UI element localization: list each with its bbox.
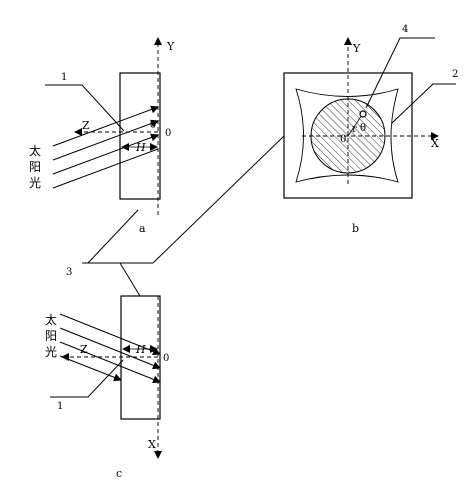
panel-b-probe-point	[359, 110, 367, 118]
callout-1-bottom-leader	[50, 359, 124, 398]
panel-b-y-label: Y	[352, 42, 361, 55]
panel-b-x-label: X	[431, 137, 439, 150]
panel-a-sun-char: 光	[29, 176, 41, 190]
callout-3: 3	[66, 135, 285, 297]
panel-b-theta-label: θ	[360, 123, 366, 134]
callout-4-number: 4	[402, 24, 408, 35]
panel-a-sun-ray	[52, 133, 159, 175]
panel-c-z-label: Z	[80, 343, 88, 356]
panel-a-sun-ray	[52, 148, 159, 189]
panel-b-origin-label: 0	[340, 134, 346, 145]
panel-c-sun-char: 阳	[45, 329, 57, 343]
panel-b: Y X 0 r θ 4 2 b	[283, 24, 458, 235]
panel-b-radius-line	[347, 114, 363, 137]
callout-3-leader	[87, 209, 139, 264]
panel-c: X Z 0 H 太 阳 光 1 c	[45, 295, 169, 480]
panel-c-sun-ray	[59, 313, 161, 356]
panel-c-x-label: X	[148, 438, 156, 451]
panel-b-concave-boundary	[295, 88, 399, 183]
panel-a-caption: a	[139, 222, 146, 235]
panel-c-origin-label: 0	[163, 353, 169, 364]
callout-3-leader	[152, 135, 285, 264]
panel-a-sun-ray	[52, 105, 159, 147]
panel-c-slab	[120, 295, 161, 420]
panel-a-sun-char: 太	[29, 143, 41, 158]
panel-b-r-label: r	[352, 124, 357, 135]
panel-c-sun-ray	[59, 341, 161, 384]
callout-4-leader	[365, 37, 435, 109]
panel-a-z-label: Z	[82, 119, 90, 132]
panel-c-sun-char: 光	[45, 345, 57, 359]
panel-c-sun-ray	[59, 355, 122, 382]
panel-c-caption: c	[116, 467, 122, 480]
panel-a-sun-char: 阳	[29, 160, 41, 174]
panel-a: Y Z 0 H θ 太 阳 光 1 a	[29, 37, 175, 235]
callout-2-number: 2	[452, 69, 458, 80]
callout-3-leader	[119, 262, 141, 297]
panel-a-y-label: Y	[166, 40, 175, 53]
callout-1-leader	[45, 84, 125, 132]
panel-a-origin-label: 0	[165, 128, 171, 139]
panel-b-caption: b	[352, 222, 359, 235]
callout-1-number: 1	[61, 72, 67, 83]
panel-a-thickness-label: H	[135, 141, 146, 154]
callout-2-leader	[391, 83, 456, 124]
panel-a-theta-label: θ	[150, 120, 156, 131]
callout-1-bottom-number: 1	[57, 401, 63, 412]
panel-c-sun-ray	[59, 327, 161, 370]
panel-c-sun-char: 太	[45, 312, 57, 327]
panel-a-sun-ray	[52, 119, 159, 161]
callout-3-number: 3	[66, 267, 72, 278]
panel-c-thickness-label: H	[135, 343, 146, 356]
